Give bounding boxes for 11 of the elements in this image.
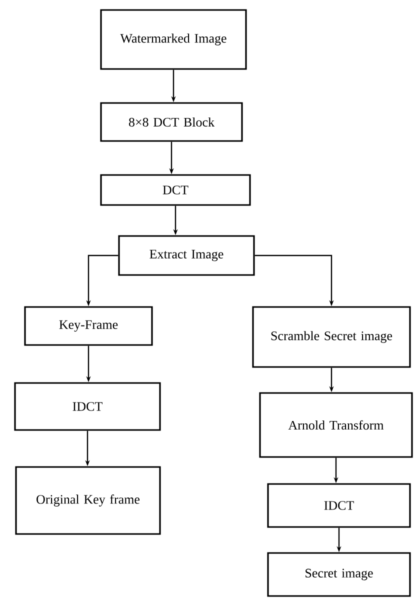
process-box: Extract Image [118,235,255,276]
process-box: 8×8 DCT Block [100,102,243,142]
process-box: DCT [100,174,251,206]
process-box: Original Key frame [15,466,161,535]
process-box: IDCT [267,483,411,528]
process-box: Secret image [267,552,411,597]
process-box: Key-Frame [24,306,153,346]
process-box: Arnold Transform [259,392,413,458]
process-box: Watermarked Image [100,9,247,70]
process-box: Scramble Secret image [252,306,411,368]
process-box: IDCT [14,382,161,431]
